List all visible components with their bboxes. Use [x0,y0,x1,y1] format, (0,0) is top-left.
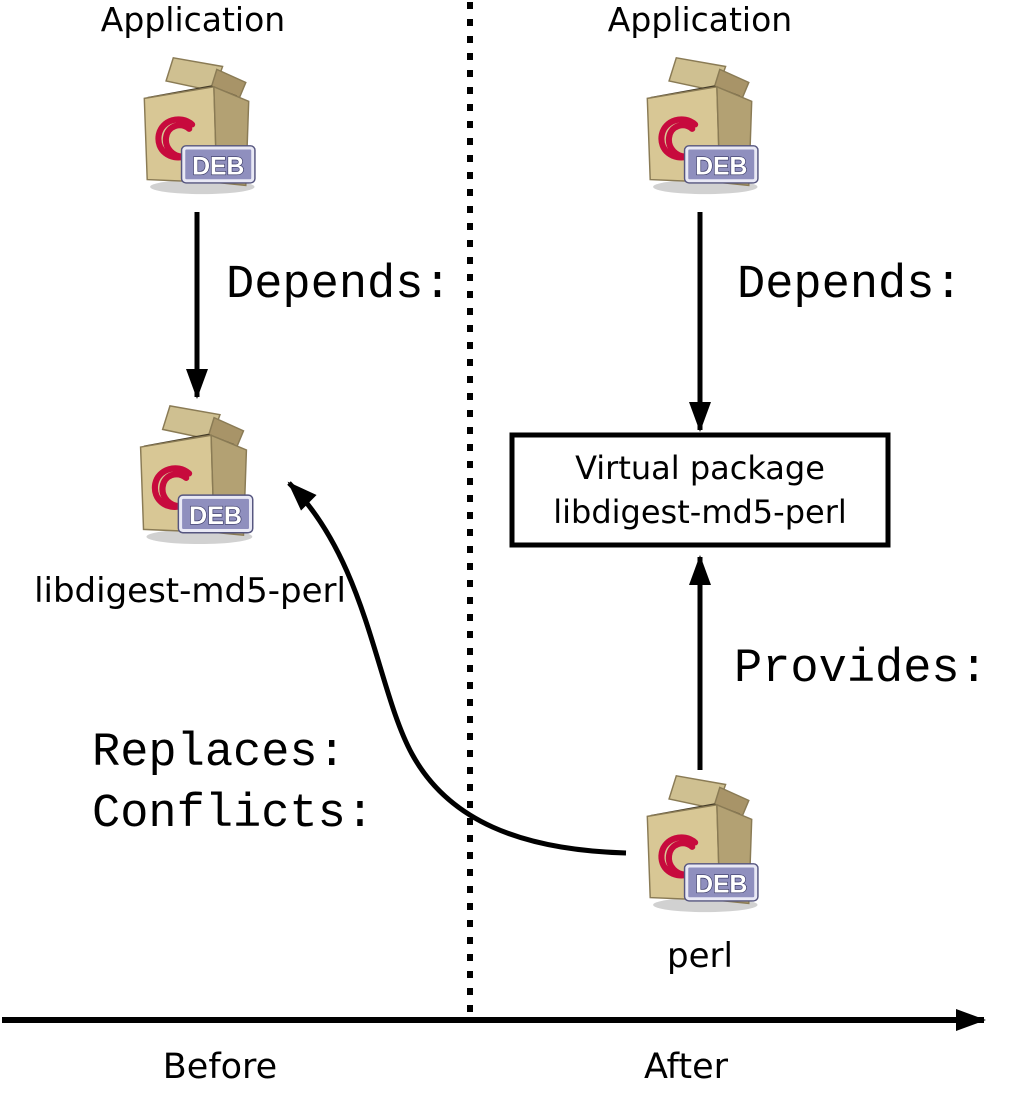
right-depends-label: Depends: [737,259,963,312]
conflicts-label: Conflicts: [92,788,375,841]
left-application-label: Application [100,0,286,39]
after-label: After [643,1047,729,1087]
deb-package-icon-app-right [647,58,758,194]
provides-label: Provides: [734,643,988,696]
libdigest-package-label: libdigest-md5-perl [34,571,346,611]
before-label: Before [162,1047,278,1087]
virtual-package-box-text: Virtual package libdigest-md5-perl [512,435,888,545]
perl-package-label: perl [667,936,733,976]
deb-package-icon-app-left [144,58,255,194]
left-depends-label: Depends: [226,259,452,312]
virtual-package-box [509,432,891,548]
replaces-label: Replaces: [92,727,346,780]
right-application-label: Application [607,0,793,39]
virtual-package-line1: Virtual package [575,449,825,487]
virtual-package-line2: libdigest-md5-perl [553,493,847,531]
deb-package-icon-perl [647,776,758,912]
replaces-conflicts-arrow [287,481,627,856]
deb-package-icon-libdigest [141,406,253,544]
